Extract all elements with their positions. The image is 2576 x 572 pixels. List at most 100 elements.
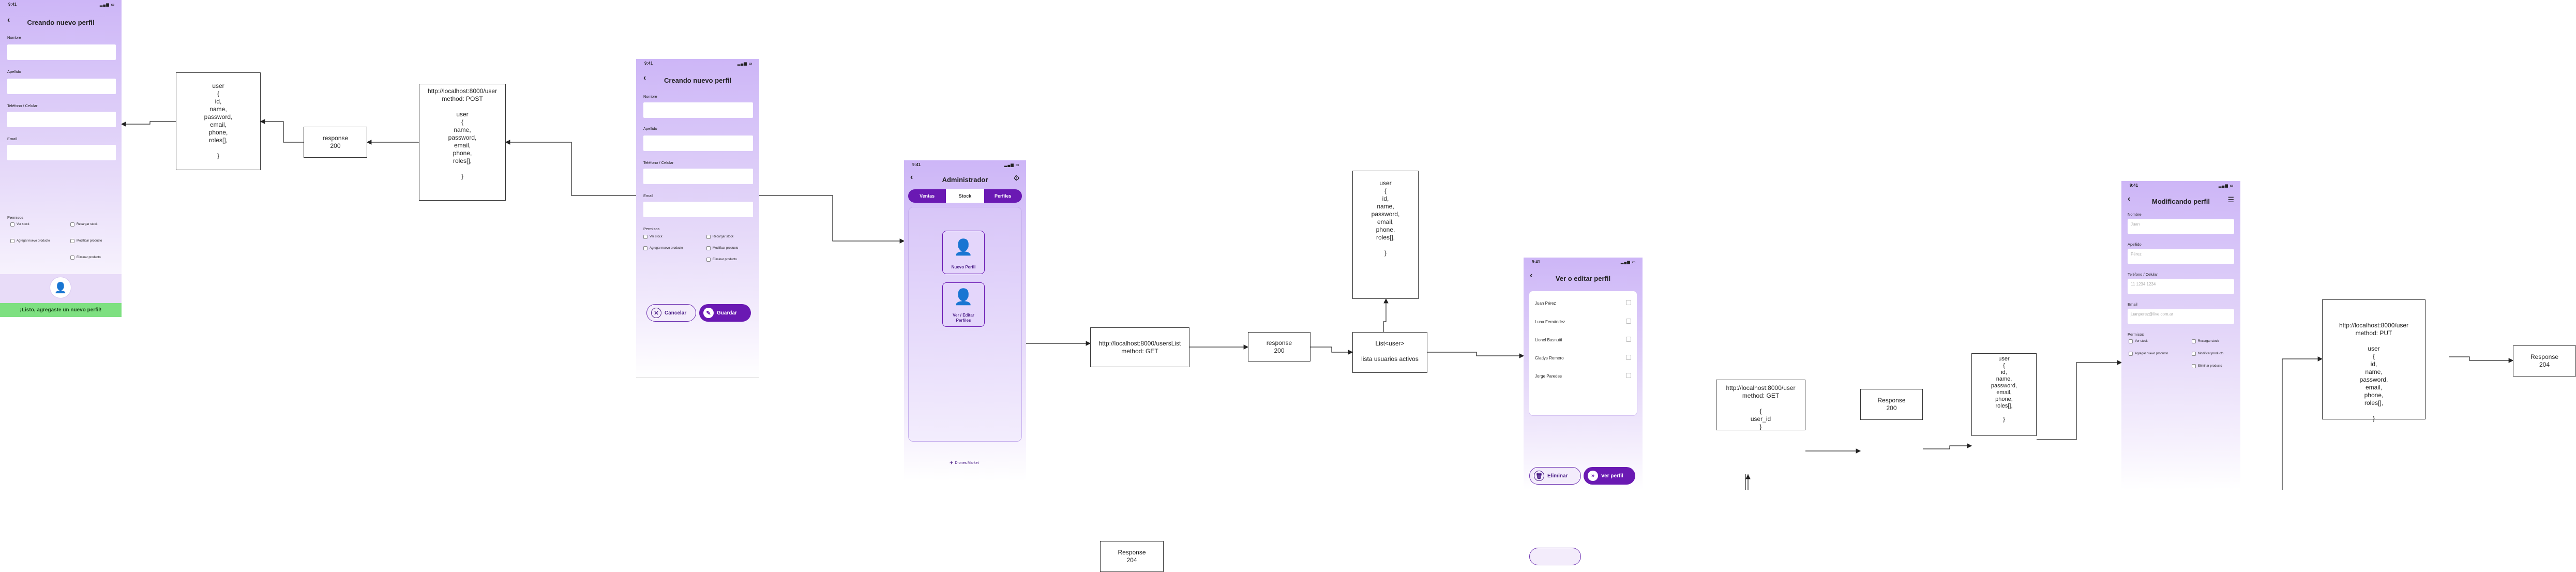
response-204-put: Response 204 [2513, 345, 2576, 377]
view-profile-button[interactable]: » Ver perfil [1584, 467, 1635, 485]
delete-label: Eliminar [1547, 473, 1568, 479]
user-list [1529, 291, 1637, 416]
perm-recargar[interactable]: Recargar stock [70, 222, 97, 227]
add-user-icon: 👤 [954, 239, 973, 256]
select-checkbox[interactable] [1626, 373, 1631, 378]
connector-newprofile-to-admin [759, 195, 905, 244]
input-email[interactable] [643, 202, 753, 217]
add-user-icon: 👤 [50, 277, 71, 298]
back-icon[interactable]: ‹ [643, 73, 646, 82]
post-user-request: http://localhost:8000/user method: POST … [419, 84, 506, 201]
perm-agregar[interactable]: Agregar nuevo producto [10, 239, 50, 243]
user-json-list: user { id, name, password, email, phone,… [1352, 171, 1419, 299]
input-nombre[interactable] [7, 44, 116, 60]
perm-eliminar[interactable]: Eliminar producto [706, 258, 737, 262]
label-email: Email [643, 193, 653, 198]
list-item[interactable]: Gladys Romero [1535, 356, 1564, 360]
input-telefono[interactable] [7, 112, 116, 127]
view-edit-profiles-card[interactable]: 👤 Ver / Editar Perfiles [942, 282, 985, 327]
response-200-user: Response 200 [1860, 389, 1923, 420]
label-apellido: Apellido [7, 69, 21, 74]
delete-button[interactable]: 🗑 Eliminar [1529, 467, 1581, 485]
select-checkbox[interactable] [1626, 337, 1631, 342]
back-icon[interactable]: ‹ [2128, 194, 2131, 203]
drone-icon: ✈ [950, 460, 954, 465]
list-item[interactable]: Luna Fernández [1535, 320, 1565, 324]
perm-modificar[interactable]: Modificar producto [70, 239, 102, 243]
perm-ver-stock[interactable]: Ver stock [10, 222, 29, 227]
perm-modificar[interactable]: Modificar producto [2192, 352, 2223, 356]
perm-recargar[interactable]: Recargar stock [2192, 339, 2219, 343]
label-nombre: Nombre [2128, 212, 2142, 217]
perm-agregar[interactable]: Agregar nuevo producto [2129, 352, 2168, 356]
brand-logo: ✈Drones Market [950, 460, 978, 466]
new-profile-card[interactable]: 👤 Nuevo Perfil [942, 231, 985, 274]
phone-success-screen: 9:41▂▄▆ ▭ ‹ Creando nuevo perfil Nombre … [0, 0, 122, 317]
input-nombre[interactable] [643, 102, 753, 118]
connector-user-to-success [120, 121, 176, 127]
delete-button[interactable] [1529, 548, 1581, 565]
list-item[interactable]: Jorge Paredes [1535, 374, 1562, 379]
select-checkbox[interactable] [1626, 319, 1631, 324]
status-time: 9:41 [644, 61, 653, 66]
input-apellido[interactable] [643, 136, 753, 151]
save-button[interactable]: ✎ Guardar [699, 304, 751, 322]
perm-ver-stock[interactable]: Ver stock [643, 235, 662, 239]
page-title: Creando nuevo perfil [664, 77, 732, 84]
gear-icon[interactable]: ⚙ [1013, 174, 1020, 182]
phone-profile-list: 9:41▂▄▆ ▭ ‹ Ver o editar perfil Juan Pér… [1524, 258, 1643, 490]
page-title: Modificando perfil [2152, 198, 2210, 205]
label-email: Email [7, 137, 17, 141]
phone-new-profile: 9:41▂▄▆ ▭ ‹ Creando nuevo perfil Nombre … [636, 59, 759, 379]
cancel-label: Cancelar [665, 310, 687, 316]
list-item[interactable]: Juan Pérez [1535, 301, 1556, 306]
input-telefono[interactable]: 11 1234 1234 [2128, 279, 2234, 294]
label-permisos: Permisos [643, 227, 660, 231]
forward-icon: » [1588, 471, 1598, 481]
edit-user-icon: 👤 [954, 289, 973, 306]
back-icon[interactable]: ‹ [910, 173, 913, 182]
label-apellido: Apellido [643, 126, 657, 131]
connector-unused [1743, 473, 1748, 490]
input-apellido[interactable]: Pérez [2128, 249, 2234, 264]
menu-icon[interactable]: ☰ [2227, 195, 2234, 204]
get-users-request: http://localhost:8000/usersList method: … [1090, 327, 1189, 367]
connector-userjson-to-edit [2037, 360, 2122, 440]
tab-stock[interactable]: Stock [946, 189, 984, 203]
input-email[interactable] [7, 145, 116, 160]
input-apellido[interactable] [7, 79, 116, 94]
tab-ventas[interactable]: Ventas [920, 193, 935, 199]
label-telefono: Teléfono / Celular [7, 103, 38, 108]
new-profile-label: Nuevo Perfil [951, 265, 976, 269]
response-200-get: response 200 [1248, 332, 1310, 362]
brand-name: Drones Market [955, 461, 979, 465]
page-title: Ver o editar perfil [1555, 275, 1611, 282]
page-title: Creando nuevo perfil [27, 19, 95, 26]
input-email[interactable]: juanperez@live.com.ar [2128, 309, 2234, 324]
perm-ver-stock[interactable]: Ver stock [2129, 339, 2148, 343]
perm-agregar[interactable]: Agregar nuevo producto [643, 246, 683, 250]
perm-modificar[interactable]: Modificar producto [706, 246, 738, 250]
connector-response-to-user [260, 119, 304, 143]
input-nombre[interactable]: Juan [2128, 219, 2234, 234]
tab-perfiles[interactable]: Perfiles [995, 193, 1012, 199]
perm-eliminar[interactable]: Eliminar producto [2192, 364, 2222, 368]
back-icon[interactable]: ‹ [1530, 271, 1533, 280]
perm-recargar[interactable]: Recargar stock [706, 235, 733, 239]
label-email: Email [2128, 302, 2137, 307]
save-icon: ✎ [703, 308, 714, 318]
connector-save-to-put [2282, 356, 2323, 490]
cancel-button[interactable]: ✕ Cancelar [646, 304, 696, 322]
input-telefono[interactable] [643, 169, 753, 184]
select-checkbox[interactable] [1626, 300, 1631, 305]
label-nombre: Nombre [643, 94, 657, 99]
perm-eliminar[interactable]: Eliminar producto [70, 255, 101, 260]
status-time: 9:41 [8, 2, 17, 7]
select-checkbox[interactable] [1626, 355, 1631, 360]
view-edit-label: Ver / Editar Perfiles [953, 313, 974, 323]
list-item[interactable]: Lionel Basnutti [1535, 338, 1562, 342]
back-icon[interactable]: ‹ [7, 16, 10, 24]
connector-view-to-getuser [1748, 474, 1749, 490]
signal-battery-icon: ▂▄▆ ▭ [2219, 184, 2234, 188]
view-profile-label: Ver perfil [1601, 473, 1623, 479]
